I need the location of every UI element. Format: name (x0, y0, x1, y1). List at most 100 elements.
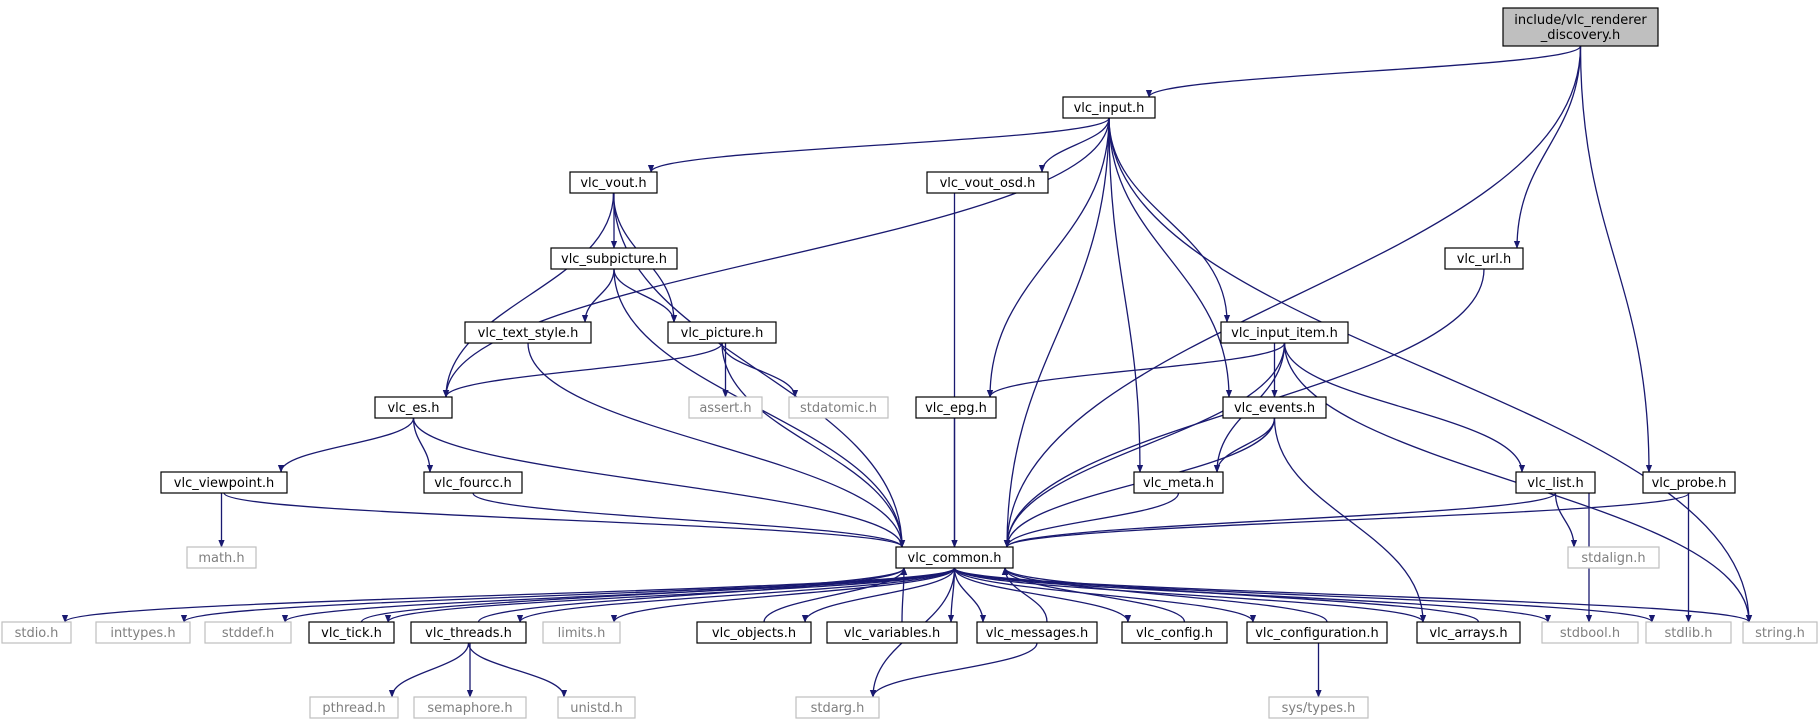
node-semaphore: semaphore.h (413, 696, 527, 719)
edge-vlc-input-to-vlc-input-item (1108, 117, 1231, 323)
node-vlc-events[interactable]: vlc_events.h (1222, 396, 1327, 419)
node-label: inttypes.h (110, 626, 175, 641)
node-label: vlc_vout.h (580, 176, 646, 191)
node-label: vlc_threads.h (425, 626, 512, 641)
edge-vlc-input-to-vlc-common (1003, 117, 1110, 548)
node-label-line: vlc_vout.h (580, 176, 646, 191)
node-label-line: stdatomic.h (800, 401, 877, 416)
node-label: vlc_input_item.h (1231, 326, 1338, 341)
node-label-line: string.h (1755, 626, 1805, 641)
node-vlc-url[interactable]: vlc_url.h (1444, 247, 1524, 270)
node-vlc-vout[interactable]: vlc_vout.h (569, 171, 658, 194)
node-box (1246, 621, 1388, 644)
edges-layer (62, 45, 1753, 698)
node-vlc-fourcc[interactable]: vlc_fourcc.h (423, 471, 523, 494)
node-label: vlc_viewpoint.h (174, 476, 274, 491)
node-label-line: assert.h (699, 401, 751, 416)
node-vlc-config[interactable]: vlc_config.h (1121, 621, 1228, 644)
node-vlc-arrays[interactable]: vlc_arrays.h (1416, 621, 1521, 644)
node-label-line: vlc_text_style.h (478, 326, 579, 341)
node-box (976, 621, 1098, 644)
node-label: vlc_objects.h (712, 626, 796, 641)
node-label: vlc_text_style.h (478, 326, 579, 341)
node-assert: assert.h (688, 396, 763, 419)
edge-vlc-common-to-vlc-config (953, 567, 1132, 623)
edge-vlc-picture-to-vlc-es (442, 342, 723, 398)
node-vlc-meta[interactable]: vlc_meta.h (1133, 471, 1224, 494)
node-label: vlc_input.h (1074, 101, 1145, 116)
node-stdalign: stdalign.h (1567, 546, 1660, 569)
node-box (926, 171, 1049, 194)
edge-vlc-input-to-vlc-epg (986, 117, 1110, 398)
node-label: vlc_messages.h (986, 626, 1089, 641)
node-vlc-messages[interactable]: vlc_messages.h (976, 621, 1098, 644)
node-vlc-viewpoint[interactable]: vlc_viewpoint.h (160, 471, 288, 494)
node-stdatomic: stdatomic.h (788, 396, 889, 419)
edge-vlc-threads-to-pthread (388, 642, 470, 698)
node-box (95, 621, 191, 644)
node-box (308, 621, 395, 644)
node-root[interactable]: include/vlc_renderer_discovery.h (1502, 7, 1659, 47)
node-label: vlc_url.h (1457, 252, 1512, 267)
edge-vlc-input-to-vlc-es (442, 117, 1110, 398)
edge-vlc-objects-to-vlc-common (763, 567, 908, 623)
node-vlc-subpicture[interactable]: vlc_subpicture.h (550, 247, 678, 270)
edge-vlc-input-item-to-vlc-common (1003, 342, 1286, 548)
node-vlc-probe[interactable]: vlc_probe.h (1642, 471, 1736, 494)
node-label-line: inttypes.h (110, 626, 175, 641)
node-vlc-es[interactable]: vlc_es.h (374, 396, 453, 419)
edge-vlc-es-to-vlc-viewpoint (277, 417, 415, 473)
node-pthread: pthread.h (309, 696, 399, 719)
node-label-line: limits.h (558, 626, 606, 641)
node-label-line: _discovery.h (1540, 28, 1621, 43)
node-vlc-vout-osd[interactable]: vlc_vout_osd.h (926, 171, 1049, 194)
node-vlc-input-item[interactable]: vlc_input_item.h (1220, 321, 1349, 344)
edge-vlc-variables-to-vlc-common (900, 567, 908, 623)
edge-root-to-vlc-common (1003, 45, 1582, 548)
node-vlc-tick[interactable]: vlc_tick.h (308, 621, 395, 644)
node-box (1515, 471, 1596, 494)
node-label: assert.h (699, 401, 751, 416)
node-box (1642, 471, 1736, 494)
node-vlc-input[interactable]: vlc_input.h (1062, 96, 1156, 119)
node-label-line: vlc_objects.h (712, 626, 796, 641)
edge-vlc-es-to-vlc-fourcc (412, 417, 434, 473)
edge-vlc-common-to-limits (610, 567, 956, 623)
node-label: stddef.h (222, 626, 274, 641)
node-label-line: math.h (198, 551, 244, 566)
node-vlc-variables[interactable]: vlc_variables.h (826, 621, 958, 644)
node-stdarg: stdarg.h (795, 696, 880, 719)
node-label-line: vlc_fourcc.h (434, 476, 511, 491)
node-label-line: stdbool.h (1560, 626, 1620, 641)
node-label-line: vlc_input.h (1074, 101, 1145, 116)
node-label: vlc_list.h (1527, 476, 1583, 491)
nodes-layer: include/vlc_renderer_discovery.h vlc_inpu… (1, 7, 1818, 719)
node-label-line: include/vlc_renderer (1514, 13, 1647, 28)
node-box (423, 471, 523, 494)
node-vlc-list[interactable]: vlc_list.h (1515, 471, 1596, 494)
node-vlc-picture[interactable]: vlc_picture.h (667, 321, 777, 344)
node-vlc-text-style[interactable]: vlc_text_style.h (464, 321, 592, 344)
node-label-line: vlc_events.h (1234, 401, 1315, 416)
node-vlc-configuration[interactable]: vlc_configuration.h (1246, 621, 1388, 644)
edge-vlc-picture-to-vlc-common (721, 342, 906, 548)
node-box (413, 696, 527, 719)
node-vlc-threads[interactable]: vlc_threads.h (410, 621, 527, 644)
edge-vlc-common-to-stdio (62, 567, 956, 623)
edge-vlc-es-to-vlc-common (412, 417, 906, 548)
node-label-line: vlc_vout_osd.h (940, 176, 1036, 191)
node-label-line: vlc_viewpoint.h (174, 476, 274, 491)
edge-vlc-common-to-inttypes (181, 567, 956, 623)
node-box (795, 696, 880, 719)
node-label: vlc_fourcc.h (434, 476, 511, 491)
node-vlc-objects[interactable]: vlc_objects.h (696, 621, 812, 644)
node-label: vlc_common.h (908, 551, 1002, 566)
edge-vlc-arrays-to-vlc-common (1001, 567, 1480, 623)
edge-vlc-vout-to-vlc-es (442, 192, 615, 398)
node-stdio: stdio.h (1, 621, 72, 644)
node-vlc-epg[interactable]: vlc_epg.h (915, 396, 997, 419)
node-label: vlc_subpicture.h (561, 252, 667, 267)
node-vlc-common[interactable]: vlc_common.h (895, 546, 1014, 569)
node-label: vlc_config.h (1136, 626, 1213, 641)
